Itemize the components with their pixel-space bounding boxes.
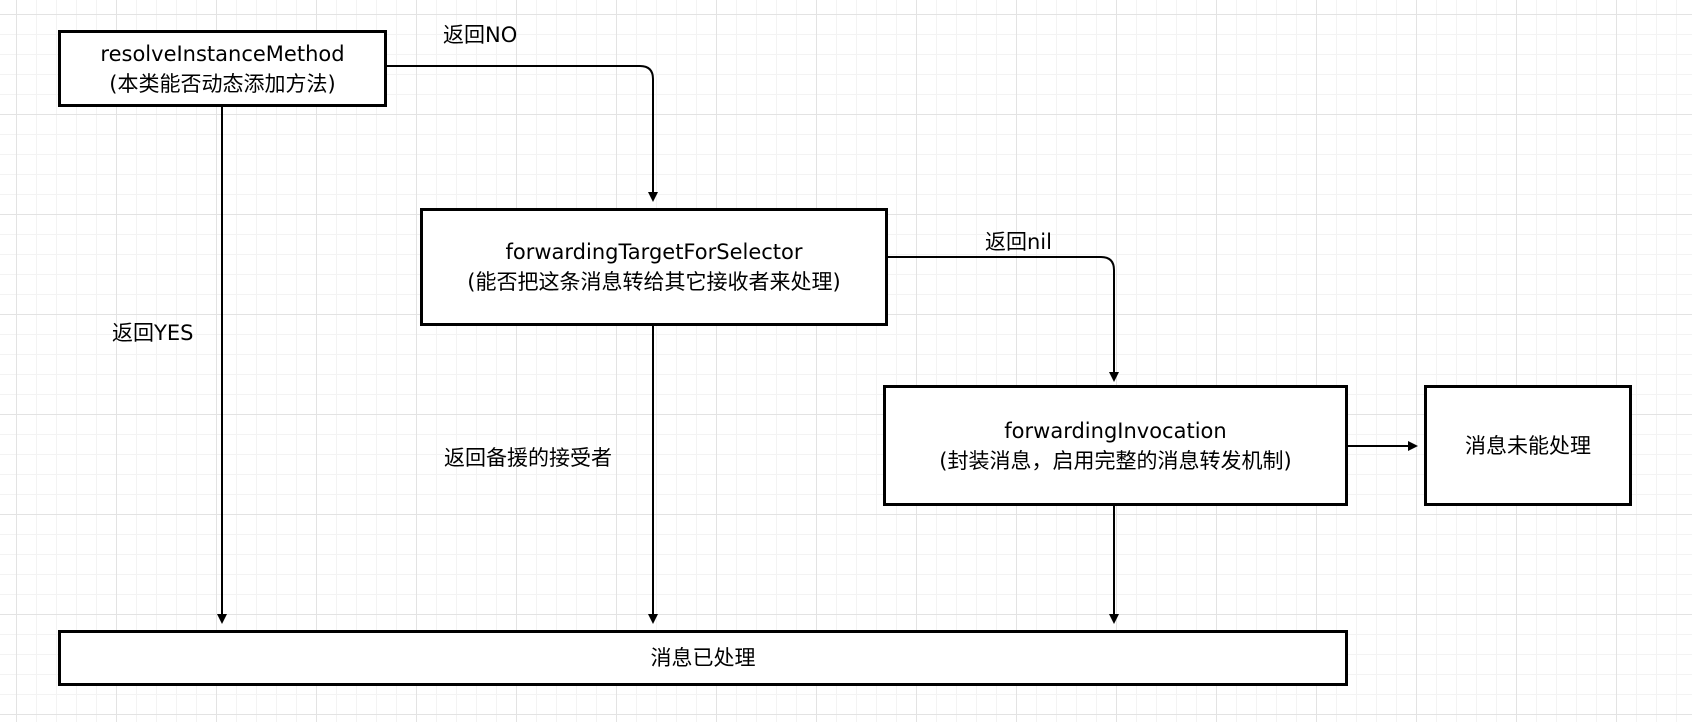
node-resolve-instance-method-title: resolveInstanceMethod	[100, 41, 345, 66]
node-message-unhandled-label: 消息未能处理	[1465, 433, 1591, 458]
node-forwarding-target-for-selector[interactable]: forwardingTargetForSelector (能否把这条消息转给其它…	[420, 208, 888, 326]
node-message-handled[interactable]: 消息已处理	[58, 630, 1348, 686]
edge-label-return-yes: 返回YES	[112, 321, 194, 345]
edge-label-return-no: 返回NO	[443, 23, 518, 47]
node-forwarding-invocation-title: forwardingInvocation	[1004, 418, 1227, 443]
edge-label-return-backup-receiver: 返回备援的接受者	[444, 446, 612, 470]
node-message-handled-label: 消息已处理	[650, 646, 756, 670]
edge-resolve-to-forwarding-target	[387, 65, 658, 202]
node-forwarding-target-title: forwardingTargetForSelector	[505, 240, 803, 264]
node-forwarding-target-subtitle: (能否把这条消息转给其它接收者来处理)	[467, 270, 841, 294]
node-resolve-instance-method[interactable]: resolveInstanceMethod (本类能否动态添加方法)	[58, 30, 387, 107]
node-resolve-instance-method-subtitle: (本类能否动态添加方法)	[109, 71, 336, 96]
node-forwarding-invocation[interactable]: forwardingInvocation (封装消息，启用完整的消息转发机制)	[883, 385, 1348, 506]
edge-label-return-nil: 返回nil	[985, 230, 1052, 254]
node-message-unhandled[interactable]: 消息未能处理	[1424, 385, 1632, 506]
edge-forwarding-target-to-forwarding-invocation	[888, 256, 1119, 382]
node-forwarding-invocation-subtitle: (封装消息，启用完整的消息转发机制)	[939, 448, 1292, 473]
